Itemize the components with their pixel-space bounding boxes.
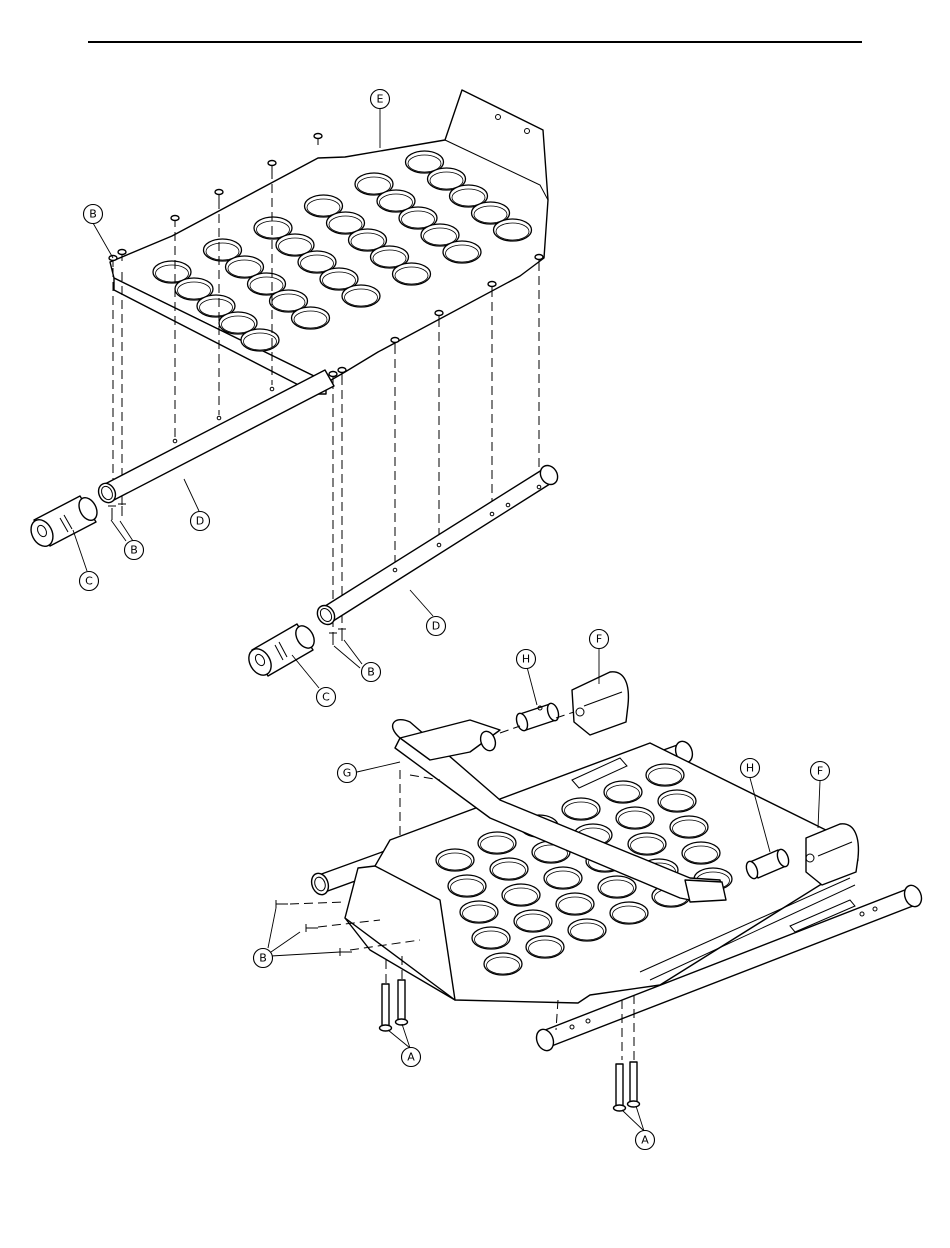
callout-d-right: D — [427, 617, 446, 636]
seat-hole — [598, 876, 636, 898]
callout-h-lower-label: H — [746, 762, 754, 775]
seat-pan-upper — [110, 90, 548, 394]
lower-assembly — [276, 672, 925, 1111]
seat-hole — [484, 953, 522, 975]
seat-hole — [292, 307, 330, 329]
seat-hole — [502, 884, 540, 906]
callout-b-lower-label: B — [259, 952, 267, 965]
seat-hole — [514, 910, 552, 932]
seat-hole — [460, 901, 498, 923]
seat-hole — [610, 902, 648, 924]
end-cap-c-left — [27, 495, 101, 550]
seat-hole — [562, 798, 600, 820]
end-cap-c-right — [244, 623, 318, 680]
screw-b — [171, 216, 179, 228]
callout-a-left: A — [402, 1048, 421, 1067]
callout-h-lower: H — [741, 759, 760, 778]
seat-hole — [241, 329, 279, 351]
callout-d-left: D — [191, 512, 210, 531]
callout-g-label: G — [343, 767, 352, 780]
seat-hole — [616, 807, 654, 829]
seat-hole — [393, 263, 431, 285]
seat-hole — [478, 832, 516, 854]
callout-e-label: E — [377, 93, 384, 106]
callout-b-left-label: B — [130, 544, 138, 557]
callout-d-right-label: D — [432, 620, 440, 633]
tube-d-right — [314, 462, 561, 627]
callout-f-lower: F — [811, 762, 830, 781]
seat-hole — [628, 833, 666, 855]
callout-c-left-label: C — [85, 575, 93, 588]
screws-b-tube-right — [329, 629, 346, 645]
callout-h-upper-label: H — [522, 653, 530, 666]
tube-d-left — [95, 370, 334, 506]
screw-b — [314, 134, 322, 146]
clamp-h-upper — [514, 702, 560, 732]
seat-hole — [526, 936, 564, 958]
callout-b-lower: B — [254, 949, 273, 968]
seat-hole — [436, 849, 474, 871]
seat-hole — [646, 764, 684, 786]
callout-b-left: B — [125, 541, 144, 560]
callout-h-upper: H — [517, 650, 536, 669]
seat-hole — [682, 842, 720, 864]
callout-a-right-label: A — [641, 1134, 649, 1147]
seat-hole — [490, 858, 528, 880]
callout-b-upper-label: B — [89, 208, 97, 221]
callout-b-upper: B — [84, 205, 103, 224]
callout-a-right: A — [636, 1131, 655, 1150]
callout-c-left: C — [80, 572, 99, 591]
screws-b-tube-left — [108, 504, 126, 520]
callout-f-upper: F — [590, 630, 609, 649]
callout-c-right: C — [317, 688, 336, 707]
callout-b-right: B — [362, 663, 381, 682]
seat-hole — [472, 927, 510, 949]
seat-hole — [443, 241, 481, 263]
callout-g: G — [338, 764, 357, 783]
upper-assembly — [27, 90, 561, 679]
callout-e: E — [371, 90, 390, 109]
bolts-a-left — [380, 980, 408, 1031]
callout-c-right-label: C — [322, 691, 330, 704]
seat-hole — [544, 867, 582, 889]
seat-pan-lower — [345, 743, 858, 1003]
seat-hole — [556, 893, 594, 915]
seat-hole — [342, 285, 380, 307]
seat-hole — [604, 781, 642, 803]
screw-b — [215, 190, 223, 202]
callout-b-right-label: B — [367, 666, 375, 679]
seat-hole — [494, 219, 532, 241]
seat-hole — [658, 790, 696, 812]
bracket-f-upper — [572, 672, 628, 735]
seat-hole — [448, 875, 486, 897]
callout-f-lower-label: F — [817, 765, 823, 778]
callout-d-left-label: D — [196, 515, 204, 528]
callout-a-left-label: A — [407, 1051, 415, 1064]
seat-hole — [568, 919, 606, 941]
seat-hole — [670, 816, 708, 838]
callout-f-upper-label: F — [596, 633, 602, 646]
screws-b-lower — [276, 900, 352, 956]
bolts-a-right — [614, 1062, 640, 1111]
